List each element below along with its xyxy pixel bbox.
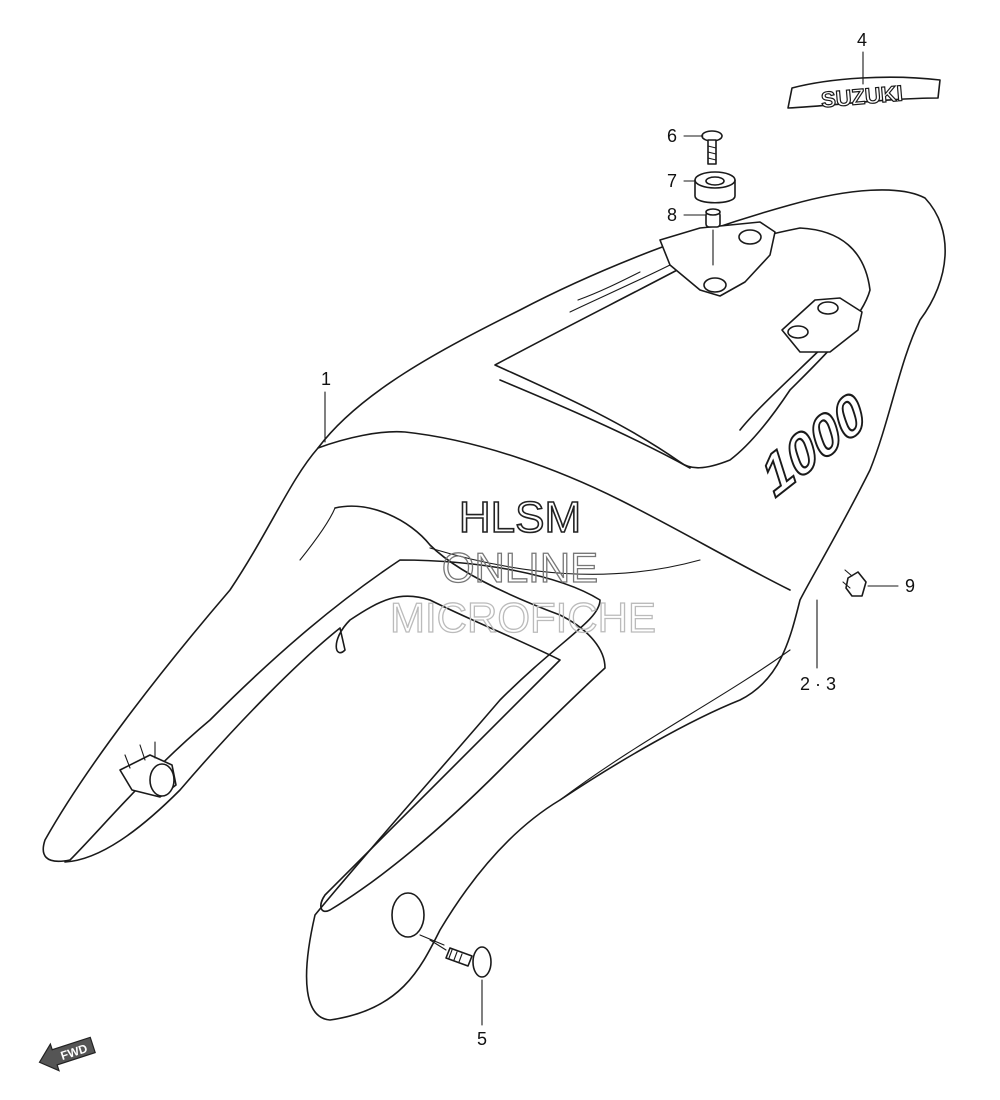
callout-2-3: 2 · 3 [800, 674, 836, 694]
cushion-part-7 [694, 171, 736, 204]
watermark-line-2: ONLINE [442, 544, 598, 591]
callout-1: 1 [321, 369, 331, 389]
callout-7: 7 [667, 171, 677, 191]
leader-lines [324, 51, 899, 1026]
screw-part-6 [701, 130, 723, 165]
fwd-arrow-icon: FWD [38, 1036, 96, 1072]
callout-labels: 1 2 · 3 4 5 6 7 8 9 [321, 30, 915, 1049]
callout-6: 6 [667, 126, 677, 146]
screw-part-5 [419, 934, 492, 978]
callout-5: 5 [477, 1029, 487, 1049]
watermark-line-1: HLSM [459, 493, 581, 542]
watermark: HLSM ONLINE MICROFICHE [389, 492, 656, 641]
callout-9: 9 [905, 576, 915, 596]
seat-tail-cover [42, 189, 946, 1021]
suzuki-emblem: SUZUKI [787, 76, 941, 113]
watermark-line-3: MICROFICHE [390, 594, 656, 641]
callout-8: 8 [667, 205, 677, 225]
collar-part-8 [705, 208, 721, 228]
callout-4: 4 [857, 30, 867, 50]
clip-part-9 [842, 569, 867, 597]
